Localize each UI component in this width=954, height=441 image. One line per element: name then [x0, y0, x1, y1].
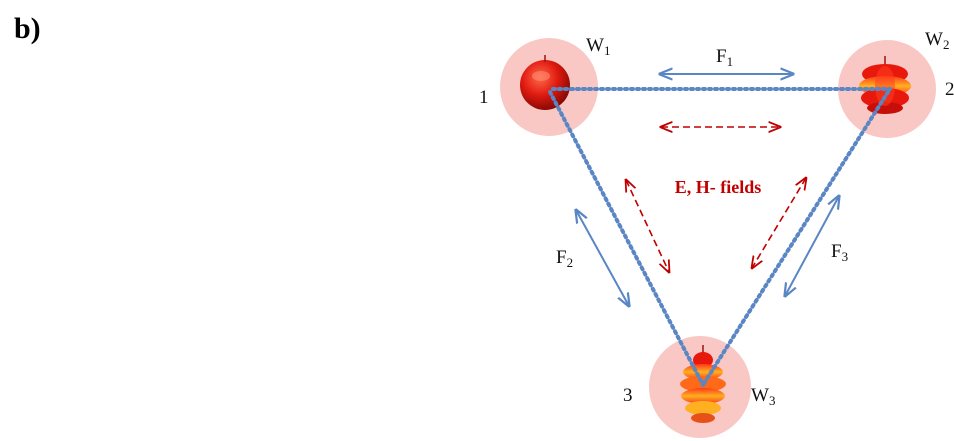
force-3-label: F3 [831, 241, 848, 264]
node-2-weight-label: W2 [925, 29, 949, 52]
force-arrow-3 [785, 196, 839, 296]
node-1-number: 1 [479, 87, 489, 108]
link-1-3 [548, 90, 705, 387]
panel-label: b) [14, 12, 41, 45]
field-arrow-2-3 [752, 178, 806, 268]
force-1-label: F1 [716, 46, 733, 69]
node-2-number: 2 [945, 79, 954, 100]
field-arrow-1-3 [626, 180, 669, 272]
node-1-weight-label: W1 [586, 35, 610, 58]
radiation-pattern-sphere-icon [520, 55, 570, 110]
force-2-label: F2 [556, 247, 573, 270]
node-3-weight-label: W3 [751, 385, 775, 408]
force-arrow-2 [576, 210, 629, 306]
fields-label: E, H- fields [675, 177, 762, 197]
node-3-number: 3 [623, 385, 633, 406]
link-2-3 [701, 90, 890, 387]
